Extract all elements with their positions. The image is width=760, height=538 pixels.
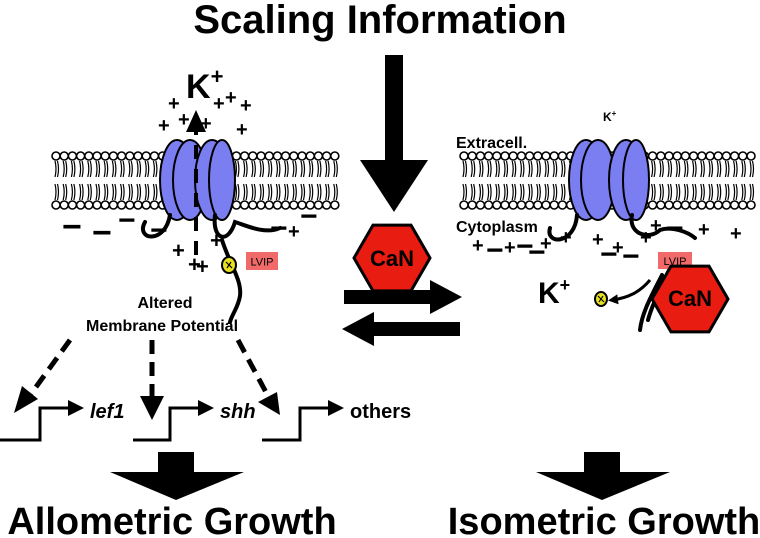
extracellular-label: Extracell. xyxy=(456,135,527,152)
plus-charge-6: + xyxy=(200,113,212,135)
plus-charge-4: + xyxy=(225,87,237,109)
right-charge-15: + xyxy=(730,223,742,245)
right-charge-4: + xyxy=(540,233,552,255)
plus-charge-3: + xyxy=(178,109,190,131)
right-charge-2: + xyxy=(504,237,516,259)
left-lvip-peptide: LVIP xyxy=(246,252,278,270)
right-charge-7: + xyxy=(592,229,604,251)
allometric-arrow xyxy=(110,452,244,500)
plus-charge-1: + xyxy=(213,93,225,115)
right-charge-3: − xyxy=(516,230,534,263)
right-charge-1: − xyxy=(486,234,504,267)
right-calcineurin: CaN xyxy=(650,264,730,334)
signal-dashed-arrows xyxy=(25,338,271,400)
membrane-charge-10: − xyxy=(150,214,168,247)
right-charge-0: + xyxy=(472,235,484,257)
right-charge-5: − xyxy=(528,236,546,269)
membrane-caption-line1: Altered xyxy=(137,295,192,312)
right-potassium-channel xyxy=(568,139,650,221)
gene-label-others: others xyxy=(350,401,411,423)
right-charge-8: − xyxy=(600,238,618,271)
equilibrium-arrows xyxy=(342,280,462,346)
membrane-charge-8: + xyxy=(196,254,209,279)
right-top-ion-symbol: K xyxy=(603,110,612,124)
left-ion-symbol: K xyxy=(186,68,211,106)
membrane-charge-5: + xyxy=(172,238,185,263)
isometric-arrow xyxy=(536,452,670,500)
membrane-charge-9: + xyxy=(288,221,300,243)
right-charge-11: + xyxy=(640,227,652,249)
right-calcineurin-label: CaN xyxy=(668,286,712,311)
membrane-charge-1: − xyxy=(92,214,112,252)
allometric-growth-label: Allometric Growth xyxy=(7,501,336,538)
membrane-charge-0: − xyxy=(62,208,82,246)
extracellular-positive-charges: ++++++++ xyxy=(158,87,252,141)
scaling-arrow xyxy=(360,55,428,212)
plus-charge-0: + xyxy=(168,93,180,115)
center-calcineurin: CaN xyxy=(352,223,432,293)
diagram-title: Scaling Information xyxy=(193,0,566,42)
gene-promoter-arrowheads xyxy=(68,400,344,416)
left-lvip-label: LVIP xyxy=(250,257,273,269)
membrane-caption-line2: Membrane Potential xyxy=(86,318,238,335)
right-bottom-potassium-label: K+ xyxy=(538,275,570,310)
left-potassium-channel xyxy=(159,139,236,221)
right-top-potassium-label: K+ xyxy=(603,109,617,124)
right-bottom-ion-symbol: K xyxy=(538,277,560,310)
membrane-charge-6: + xyxy=(188,252,201,277)
gene-label-lef1: lef1 xyxy=(90,401,124,423)
cytoplasm-label: Cytoplasm xyxy=(456,219,538,236)
right-charge-14: + xyxy=(698,219,710,241)
potassium-efflux-arrow xyxy=(186,110,206,255)
center-calcineurin-label: CaN xyxy=(370,246,414,271)
isometric-growth-label: Isometric Growth xyxy=(448,501,760,538)
gene-label-shh: shh xyxy=(220,401,256,423)
plus-charge-2: + xyxy=(158,115,170,137)
right-cytoplasmic-charges: +−+−+−++−+−++−++ xyxy=(472,212,742,273)
plus-charge-5: + xyxy=(240,95,252,117)
membrane-charge-4: − xyxy=(300,200,318,233)
right-potassium-ion xyxy=(594,291,608,307)
gene-promoters xyxy=(0,406,330,442)
right-top-ion-charge: + xyxy=(612,109,617,118)
membrane-charge-2: − xyxy=(118,204,136,237)
right-charge-10: − xyxy=(622,240,640,273)
plus-charge-7: + xyxy=(236,119,248,141)
ion-release-arrow xyxy=(608,279,652,305)
right-charge-12: + xyxy=(650,215,662,237)
right-charge-9: + xyxy=(612,237,624,259)
left-potassium-label: K+ xyxy=(186,64,223,106)
right-bottom-ion-charge: + xyxy=(560,275,571,295)
left-ion-charge: + xyxy=(211,64,224,89)
left-potassium-ion xyxy=(221,256,237,274)
signal-arrowheads xyxy=(14,386,280,420)
